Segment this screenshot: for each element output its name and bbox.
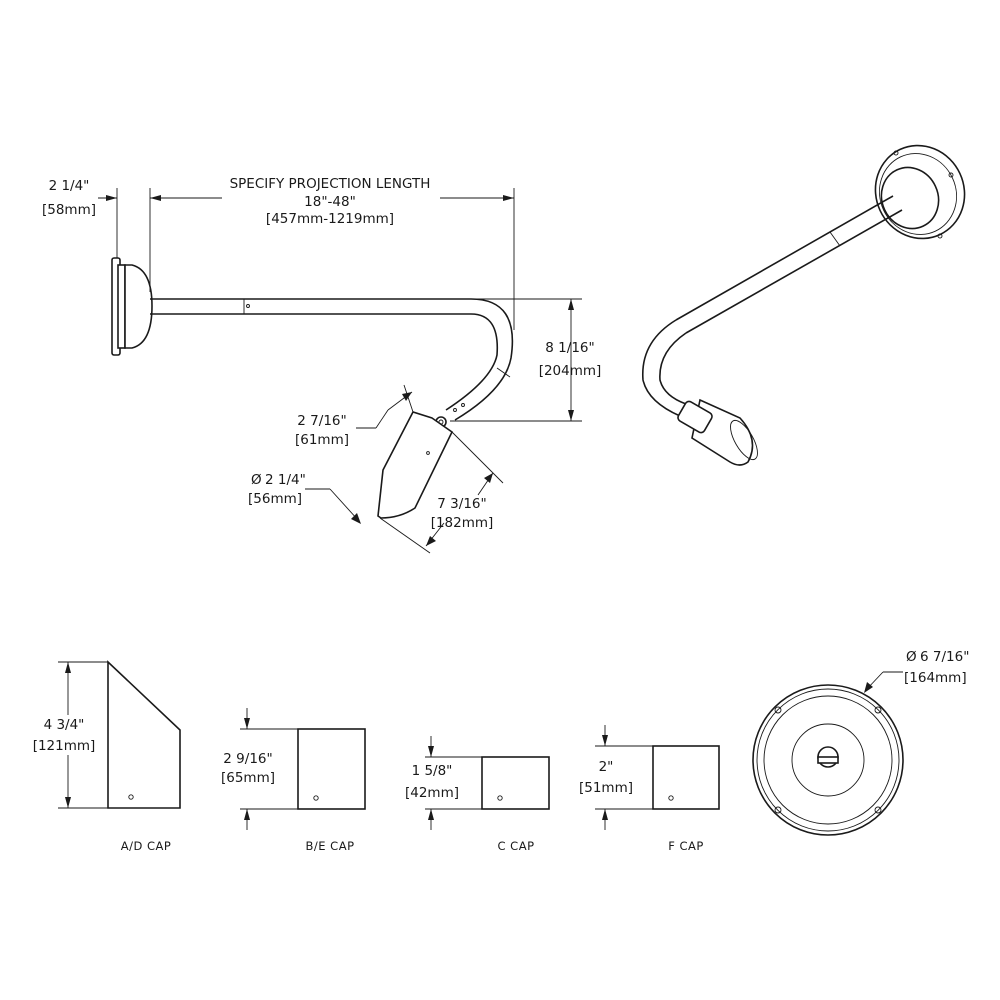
plate-dia-symbol: Ø bbox=[906, 649, 917, 665]
c-cap-mm: [42mm] bbox=[405, 785, 459, 801]
head-length-ext-bottom bbox=[379, 517, 431, 554]
ad-cap-in: 4 3/4" bbox=[44, 717, 85, 733]
arm-pin-1 bbox=[461, 403, 465, 407]
lamp-head-lens-edge bbox=[377, 469, 384, 517]
plate-dia-in: 6 7/16" bbox=[920, 649, 969, 665]
c-cap-screw bbox=[497, 795, 503, 801]
head-dia-symbol: Ø bbox=[251, 472, 262, 488]
perspective-screw-3 bbox=[937, 233, 943, 239]
ad-cap-label: A/D CAP bbox=[121, 839, 172, 853]
plate-depth-arrow-left bbox=[106, 195, 117, 201]
offset-arrow bbox=[402, 392, 412, 401]
wall-plate-inner bbox=[117, 264, 126, 349]
drop-arrow-top bbox=[568, 299, 574, 310]
plate-screw-1 bbox=[774, 706, 782, 714]
offset-leader bbox=[375, 409, 389, 429]
head-length-mm: [182mm] bbox=[431, 515, 494, 531]
offset-in: 2 7/16" bbox=[297, 413, 346, 429]
canopy-dome bbox=[124, 264, 153, 349]
perspective-plate-ring bbox=[878, 153, 958, 235]
c-cap-arrow-top bbox=[428, 746, 434, 757]
projection-arrow-right bbox=[503, 195, 514, 201]
f-cap-screw bbox=[668, 795, 674, 801]
arm-set-screw bbox=[246, 304, 250, 308]
plate-screw-4 bbox=[874, 806, 882, 814]
perspective-arm-joint bbox=[829, 231, 841, 247]
projection-range-mm: [457mm-1219mm] bbox=[266, 211, 394, 227]
head-dia-in: 2 1/4" bbox=[265, 472, 306, 488]
plate-dia-mm: [164mm] bbox=[904, 670, 967, 686]
ad-cap-arrow-top bbox=[65, 662, 71, 673]
f-cap-mm: [51mm] bbox=[579, 780, 633, 796]
plate-screw-3 bbox=[774, 806, 782, 814]
arm-bend-joint bbox=[496, 367, 511, 378]
side-dimensions: 2 1/4" [58mm] SPECIFY PROJECTION LENGTH … bbox=[42, 176, 602, 554]
c-cap-arrow-bottom bbox=[428, 809, 434, 820]
projection-title: SPECIFY PROJECTION LENGTH bbox=[230, 176, 431, 192]
projection-range-in: 18"-48" bbox=[304, 194, 356, 210]
arm-bend-outer bbox=[454, 298, 514, 421]
be-cap-outline bbox=[297, 728, 366, 810]
head-dia-leader bbox=[329, 488, 359, 521]
perspective-arm-bottom bbox=[685, 209, 903, 334]
ad-cap-screw bbox=[128, 794, 134, 800]
be-cap-arrow-bottom bbox=[244, 809, 250, 820]
offset-ext bbox=[403, 384, 414, 413]
perspective-knuckle bbox=[677, 400, 713, 434]
drop-arrow-bottom bbox=[568, 410, 574, 421]
plate-dia-arrow bbox=[864, 682, 873, 693]
plate-rim-inner bbox=[756, 688, 900, 832]
head-length-arrow-top bbox=[484, 473, 493, 483]
head-length-arrow-bottom bbox=[426, 536, 436, 546]
perspective-arm-top bbox=[675, 195, 894, 321]
f-cap-arrow-top bbox=[602, 735, 608, 746]
perspective-bend-inner bbox=[659, 332, 687, 405]
be-cap-arrow-top bbox=[244, 718, 250, 729]
head-length-ext-top bbox=[451, 431, 504, 484]
ad-cap-label-bg bbox=[36, 715, 92, 755]
f-cap-outline bbox=[652, 745, 720, 810]
ad-cap-mm: [121mm] bbox=[33, 738, 96, 754]
be-cap-screw bbox=[313, 795, 319, 801]
c-cap-label: C CAP bbox=[497, 839, 534, 853]
arm-bend-inner bbox=[445, 313, 499, 411]
f-cap-in: 2" bbox=[599, 759, 614, 775]
be-cap-label: B/E CAP bbox=[305, 839, 354, 853]
center-screw-slot bbox=[817, 756, 839, 764]
perspective-bend-outer bbox=[642, 319, 681, 417]
head-dia-mm: [56mm] bbox=[248, 491, 302, 507]
arm-pin-2 bbox=[453, 408, 457, 412]
lamp-head-top-edge bbox=[412, 411, 433, 419]
offset-mm: [61mm] bbox=[295, 432, 349, 448]
ad-cap-outline bbox=[107, 660, 181, 809]
drop-mm: [204mm] bbox=[539, 363, 602, 379]
perspective-view bbox=[642, 144, 966, 466]
perspective-screw-1 bbox=[893, 150, 899, 156]
f-cap-label: F CAP bbox=[668, 839, 704, 853]
c-cap-in: 1 5/8" bbox=[412, 763, 453, 779]
perspective-screw-2 bbox=[948, 172, 954, 178]
perspective-head-lens bbox=[730, 419, 758, 461]
plate-depth-mm: [58mm] bbox=[42, 202, 96, 218]
side-elevation-view bbox=[111, 257, 514, 519]
cap-views: 4 3/4" [121mm] A/D CAP 2 9/16" [65mm] B/… bbox=[33, 660, 720, 853]
lamp-head-screw bbox=[426, 451, 430, 455]
head-dia-arrow bbox=[351, 513, 361, 524]
be-cap-in: 2 9/16" bbox=[223, 751, 272, 767]
head-length-in: 7 3/16" bbox=[437, 496, 486, 512]
plate-screw-2 bbox=[874, 706, 882, 714]
plate-front-view: Ø 6 7/16" [164mm] bbox=[752, 649, 969, 836]
drop-in: 8 1/16" bbox=[545, 340, 594, 356]
be-cap-mm: [65mm] bbox=[221, 770, 275, 786]
canopy-face bbox=[791, 723, 865, 797]
f-cap-arrow-bottom bbox=[602, 809, 608, 820]
c-cap-outline bbox=[481, 756, 550, 810]
plate-depth-in: 2 1/4" bbox=[49, 178, 90, 194]
plate-face bbox=[763, 695, 893, 825]
ad-cap-arrow-bottom bbox=[65, 797, 71, 808]
